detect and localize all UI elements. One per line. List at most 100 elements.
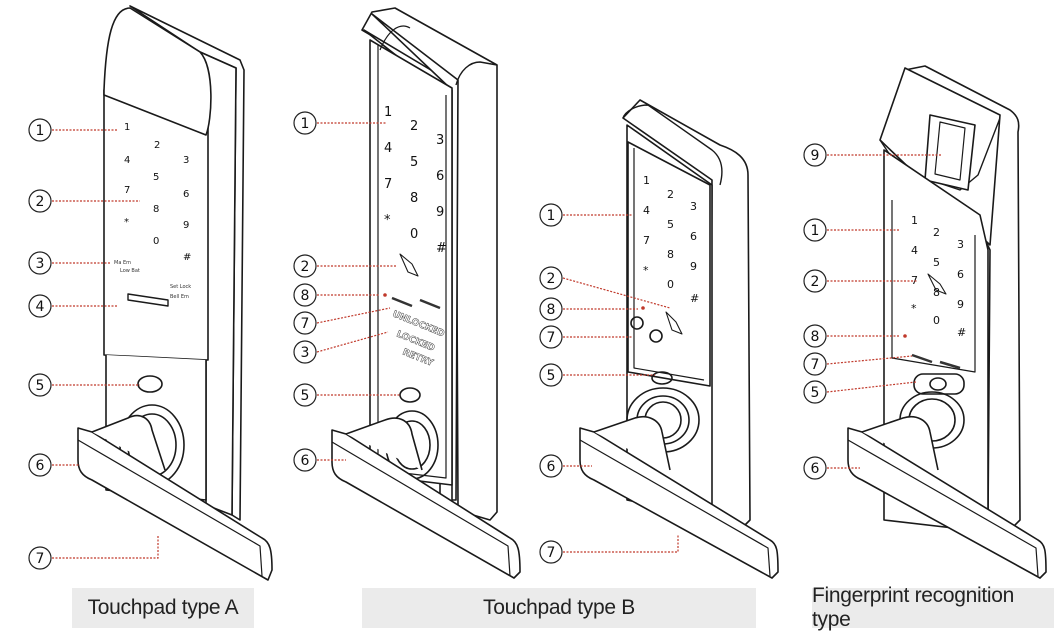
callout-5: 5 <box>539 363 563 387</box>
key-8: 8 <box>153 204 159 215</box>
key-6: 6 <box>957 268 964 281</box>
callout-number: 3 <box>36 256 45 272</box>
leader-line <box>563 535 679 553</box>
key-5: 5 <box>933 256 940 269</box>
callout-circle <box>803 456 827 480</box>
callout-number: 8 <box>547 302 556 318</box>
callout-8: 8 <box>539 297 563 321</box>
callout-number: 4 <box>36 299 45 315</box>
key-9: 9 <box>690 260 697 273</box>
callout-number: 7 <box>811 357 820 373</box>
callout-7: 7 <box>803 352 827 376</box>
key-3: 3 <box>436 133 444 148</box>
callout-1: 1 <box>803 218 827 242</box>
callout-circle <box>28 373 52 397</box>
key-4: 4 <box>911 244 918 257</box>
callout-number: 2 <box>301 259 310 275</box>
callout-5: 5 <box>28 373 52 397</box>
led-dot-b <box>383 293 387 297</box>
callout-circle <box>293 340 317 364</box>
callout-1: 1 <box>293 111 317 135</box>
key-1: 1 <box>384 105 392 120</box>
key-8: 8 <box>933 286 940 299</box>
callout-number: 1 <box>811 223 820 239</box>
callout-number: 5 <box>811 385 820 401</box>
callout-number: 5 <box>36 378 45 394</box>
callout-circle <box>539 203 563 227</box>
callout-number: 9 <box>811 148 820 164</box>
callout-7: 7 <box>28 546 52 570</box>
key-10: * <box>643 264 649 277</box>
callout-circle <box>293 448 317 472</box>
callout-3: 3 <box>293 340 317 364</box>
callout-number: 2 <box>547 271 556 287</box>
key-2: 2 <box>933 226 940 239</box>
callout-circle <box>803 269 827 293</box>
callout-circle <box>803 352 827 376</box>
callout-circle <box>28 118 52 142</box>
key-12: # <box>690 292 699 305</box>
callout-circle <box>803 218 827 242</box>
callout-6: 6 <box>539 454 563 478</box>
key-9: 9 <box>957 298 964 311</box>
key-10: * <box>124 217 129 228</box>
callout-circle <box>293 383 317 407</box>
callout-number: 1 <box>36 123 45 139</box>
key-3: 3 <box>183 155 189 166</box>
key-9: 9 <box>436 205 444 220</box>
callout-number: 7 <box>547 330 556 346</box>
label-ma-em: Ma Em <box>114 260 131 266</box>
lock-a-small-labels: Ma Em Low Bat Set Lock Bell Em <box>114 260 191 300</box>
caption-text-c: Fingerprint recognition type <box>812 584 1015 631</box>
callout-9: 9 <box>803 143 827 167</box>
key-2: 2 <box>667 188 674 201</box>
callout-number: 3 <box>301 345 310 361</box>
label-low-bat: Low Bat <box>120 268 140 274</box>
callout-2: 2 <box>539 266 563 290</box>
callout-2: 2 <box>803 269 827 293</box>
lock-touchpad-c <box>579 99 779 579</box>
leader-line <box>826 381 917 393</box>
key-3: 3 <box>957 238 964 251</box>
callout-5: 5 <box>803 380 827 404</box>
callout-circle <box>28 294 52 318</box>
lock-touchpad-b <box>331 7 521 579</box>
key-11: 0 <box>667 278 674 291</box>
key-5: 5 <box>153 172 159 183</box>
key-11: 0 <box>410 227 418 242</box>
key-12: # <box>436 241 447 256</box>
leader-line <box>52 535 159 559</box>
callout-number: 6 <box>301 453 310 469</box>
caption-text-b: Touchpad type B <box>483 596 635 619</box>
callout-circle <box>539 363 563 387</box>
callout-circle <box>803 143 827 167</box>
caption-fingerprint: Fingerprint recognition type <box>812 584 1054 631</box>
callout-circle <box>293 254 317 278</box>
callout-5: 5 <box>293 383 317 407</box>
caption-touchpad-b: Touchpad type B <box>362 588 756 628</box>
key-6: 6 <box>690 230 697 243</box>
callout-number: 6 <box>547 459 556 475</box>
callout-circle <box>28 189 52 213</box>
callout-circle <box>539 540 563 564</box>
callout-3: 3 <box>28 251 52 275</box>
callout-number: 7 <box>547 545 556 561</box>
callout-circle <box>539 325 563 349</box>
callout-7: 7 <box>539 325 563 349</box>
callout-number: 7 <box>301 316 310 332</box>
key-4: 4 <box>643 204 650 217</box>
key-12: # <box>183 252 191 263</box>
callout-number: 5 <box>301 388 310 404</box>
callout-1: 1 <box>28 118 52 142</box>
callout-2: 2 <box>293 254 317 278</box>
callout-7: 7 <box>293 311 317 335</box>
key-1: 1 <box>124 122 130 133</box>
key-4: 4 <box>384 141 392 156</box>
callout-number: 8 <box>811 329 820 345</box>
callout-circle <box>803 380 827 404</box>
callout-number: 2 <box>36 194 45 210</box>
